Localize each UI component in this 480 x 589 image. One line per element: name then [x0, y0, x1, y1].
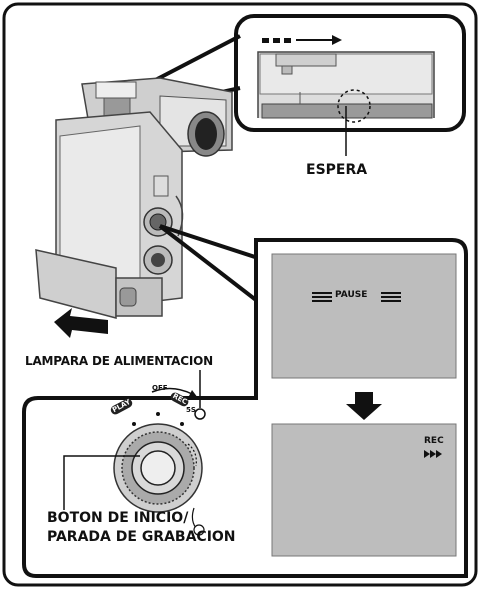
standby-callout: [234, 14, 466, 156]
dial-off-label: OFF: [152, 384, 168, 392]
espera-label: ESPERA: [306, 162, 368, 178]
rec-indicator: REC: [424, 436, 444, 446]
screen-pause: [271, 253, 457, 379]
direction-arrow-icon: [54, 308, 108, 338]
screen-rec: [271, 423, 457, 557]
dial-5s-label: 5S: [186, 406, 196, 414]
start-stop-label-line2: PARADA DE GRABACION: [47, 528, 236, 545]
start-stop-label-line1: BOTON DE INICIO/: [47, 510, 189, 526]
camcorder-body: [35, 77, 233, 319]
down-arrow-icon: [346, 392, 382, 420]
start-stop-button-label: BOTON DE INICIO/ PARADA DE GRABACION: [47, 509, 236, 547]
power-lamp-label: LAMPARA DE ALIMENTACION: [25, 354, 213, 368]
pause-indicator: PAUSE: [335, 290, 368, 300]
mode-dial: [113, 370, 206, 536]
